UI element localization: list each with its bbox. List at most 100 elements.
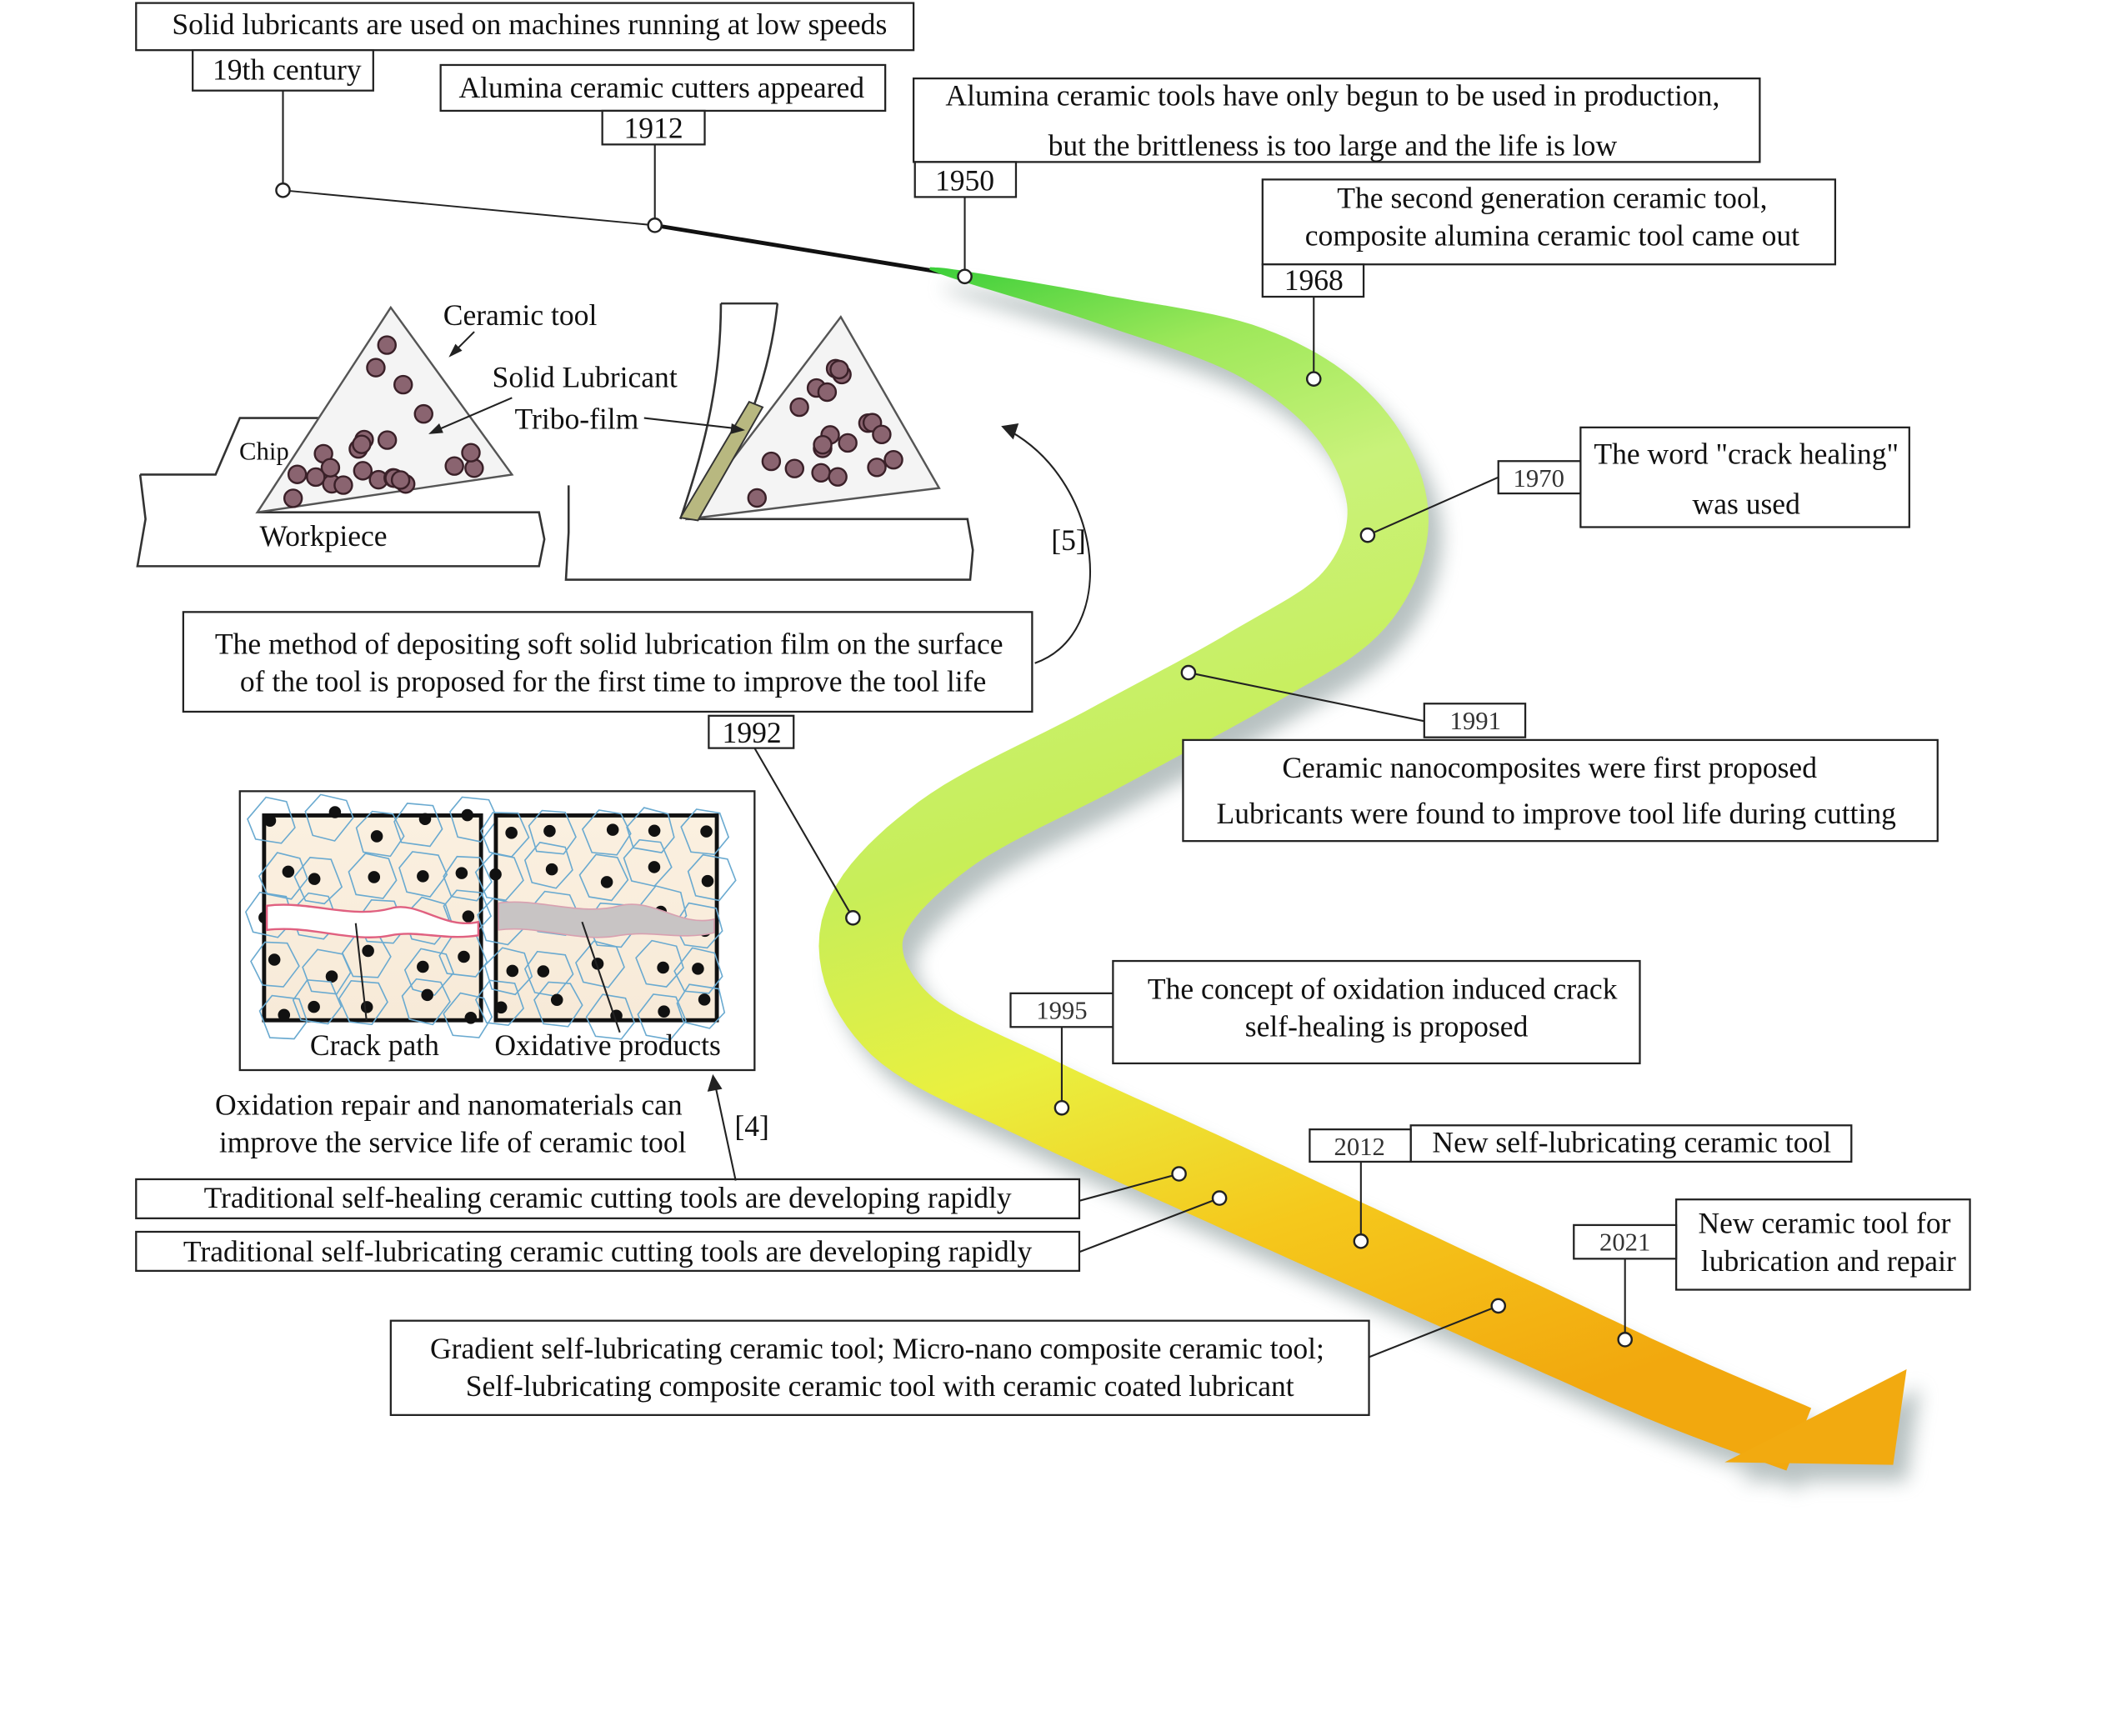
lubricant-particle	[413, 403, 433, 424]
grain-particle	[543, 824, 556, 838]
timeline-node	[1305, 371, 1322, 387]
grain-boundary	[676, 983, 726, 1029]
label-oxidative-products: Oxidative products	[494, 1028, 720, 1062]
event-text: The word "crack healing"	[1594, 438, 1899, 471]
label-ceramic-tool: Ceramic tool	[443, 298, 598, 332]
grain-particle	[418, 813, 432, 826]
lubricant-particle	[306, 467, 326, 488]
grain-particle	[506, 964, 519, 978]
event-1912: Alumina ceramic cutters appeared 1912	[439, 63, 887, 233]
lubricant-particle	[817, 382, 838, 403]
lubricant-particle	[761, 451, 782, 472]
label-crack-path: Crack path	[310, 1028, 439, 1062]
event-text: but the brittleness is too large and the…	[1048, 128, 1618, 162]
grain-particle	[370, 830, 383, 843]
grain-particle	[658, 1005, 670, 1018]
event-2021: New ceramic tool for lubrication and rep…	[1573, 1198, 1971, 1348]
grain-particle	[692, 963, 704, 975]
lubricant-particle	[461, 443, 481, 463]
grain-boundary	[348, 853, 398, 899]
event-text: Solid lubricants are used on machines ru…	[172, 8, 887, 41]
grain-boundary	[637, 993, 687, 1041]
lubricant-particle	[867, 458, 887, 478]
event-self-lubricating: Traditional self-lubricating ceramic cut…	[135, 1190, 1228, 1273]
event-text: New ceramic tool for	[1698, 1207, 1950, 1240]
grain-particle	[461, 808, 474, 822]
timeline-node	[1180, 664, 1197, 681]
timeline-node	[1171, 1166, 1187, 1182]
grain-particle	[545, 863, 558, 876]
grain-boundary	[443, 855, 493, 902]
event-text: Self-lubricating composite ceramic tool …	[466, 1369, 1294, 1403]
crack-caption: Oxidation repair and nanomaterials can	[215, 1088, 683, 1121]
grain-particle	[282, 865, 295, 878]
lubricant-particle	[838, 433, 858, 453]
grain-particle	[698, 993, 711, 1006]
grain-boundary	[304, 793, 354, 842]
timeline-node	[1359, 527, 1376, 543]
event-text: self-healing is proposed	[1245, 1010, 1529, 1043]
grain-particle	[325, 970, 338, 983]
lubricant-particle	[444, 456, 464, 476]
early-timeline-line	[283, 189, 943, 273]
event-1968: The second generation ceramic tool, comp…	[1261, 178, 1837, 387]
grain-boundary	[292, 979, 343, 1025]
lubricant-particle	[872, 424, 892, 445]
event-text: Alumina ceramic cutters appeared	[459, 71, 865, 104]
grain-boundary	[443, 992, 493, 1038]
lubricant-particle	[784, 458, 805, 478]
timeline-node	[1353, 1233, 1369, 1249]
grain-particle	[464, 1012, 478, 1024]
crack-caption: improve the service life of ceramic tool	[219, 1126, 687, 1159]
lubricant-particle	[464, 458, 484, 478]
grain-particle	[494, 1001, 508, 1014]
grain-particle	[648, 824, 661, 838]
grain-boundary	[250, 941, 300, 988]
early-timeline-thickening	[654, 223, 944, 275]
grain-particle	[328, 806, 342, 818]
event-year: 1968	[1284, 263, 1344, 297]
event-text: of the tool is proposed for the first ti…	[240, 665, 986, 698]
workpiece-right	[564, 485, 974, 581]
event-year: 19th century	[213, 53, 362, 87]
lubricant-particle	[789, 397, 809, 418]
grain-boundary	[474, 979, 524, 1027]
event-text: The method of depositing soft solid lubr…	[215, 627, 1003, 660]
lubricant-particle	[829, 359, 849, 380]
event-19th-century: Solid lubricants are used on machines ru…	[135, 2, 915, 198]
timeline-arrowhead	[1724, 1368, 1907, 1465]
event-1950: Alumina ceramic tools have only begun to…	[912, 78, 1761, 285]
event-1991: Ceramic nanocomposites were first propos…	[1180, 664, 1939, 843]
grain-boundary	[635, 939, 684, 988]
crack-illustration: Crack path Oxidative products Oxidation …	[215, 790, 769, 1181]
grain-particle	[700, 825, 713, 838]
grain-boundary	[585, 993, 636, 1040]
crack-panel-left	[244, 793, 498, 1040]
event-gradient-tools: Gradient self-lubricating ceramic tool; …	[389, 1298, 1507, 1416]
grain-boundary	[403, 948, 454, 997]
lubricant-particle	[353, 461, 373, 481]
lubricant-particle	[377, 335, 397, 355]
grain-boundary	[258, 852, 308, 900]
event-year: 1995	[1036, 997, 1087, 1025]
event-2012: New self-lubricating ceramic tool 2012	[1309, 1124, 1853, 1249]
lubricant-particle	[811, 463, 831, 483]
ceramic-tool-right	[684, 315, 941, 521]
timeline-ribbon	[818, 267, 1812, 1471]
grain-particle	[489, 868, 502, 881]
event-text: New self-lubricating ceramic tool	[1432, 1126, 1831, 1159]
grain-particle	[505, 827, 518, 839]
grain-boundary	[673, 947, 723, 994]
grain-particle	[417, 960, 429, 973]
workpiece-left	[136, 417, 546, 568]
grain-boundary	[244, 891, 294, 938]
event-year: 1991	[1450, 707, 1501, 735]
label-solid-lubricant: Solid Lubricant	[493, 360, 678, 393]
event-year: 2012	[1334, 1133, 1385, 1161]
grain-boundary	[533, 981, 583, 1028]
grain-boundary	[578, 853, 629, 902]
timeline-node	[275, 183, 291, 198]
lubricant-particle	[283, 488, 303, 508]
lubricant-particle	[320, 458, 341, 478]
